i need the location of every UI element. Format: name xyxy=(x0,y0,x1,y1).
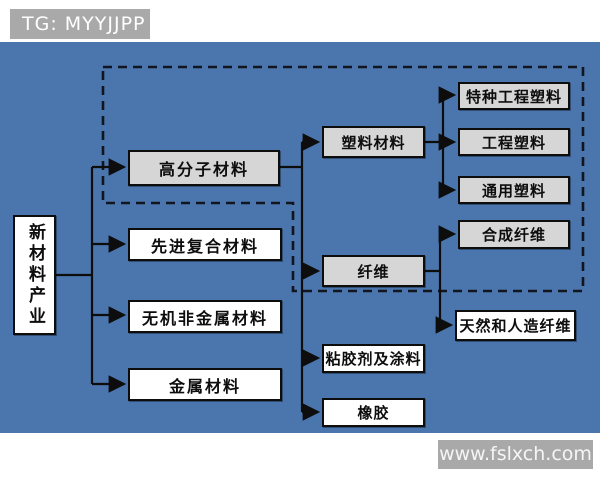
node-plastic-materials: 塑料材料 xyxy=(322,126,425,158)
node-label: 先进复合材料 xyxy=(150,236,259,256)
watermark-text: www.fslxch.com xyxy=(439,443,592,465)
node-metal-materials: 金属材料 xyxy=(128,368,282,401)
node-label: 特种工程塑料 xyxy=(465,87,562,106)
node-new-materials-industry: 新材料产业 xyxy=(13,215,56,335)
node-label: 金属材料 xyxy=(168,376,241,396)
watermark: www.fslxch.com xyxy=(438,440,593,469)
node-label: 无机非金属材料 xyxy=(141,308,268,328)
node-label: 工程塑料 xyxy=(481,133,546,152)
node-label: 粘胶剂及涂料 xyxy=(325,350,422,368)
node-label: 纤维 xyxy=(357,262,390,281)
node-engineering-plastics: 工程塑料 xyxy=(458,128,570,156)
connector-lines xyxy=(55,65,585,421)
tg-badge: TG: MYYJJPP xyxy=(10,9,150,39)
node-label: 天然和人造纤维 xyxy=(459,317,572,335)
node-general-plastics: 通用塑料 xyxy=(458,176,570,204)
node-adhesives-and-coatings: 粘胶剂及涂料 xyxy=(322,344,425,373)
node-label: 橡胶 xyxy=(357,404,390,422)
node-polymer-materials: 高分子材料 xyxy=(128,150,280,186)
node-rubber: 橡胶 xyxy=(322,398,425,427)
node-inorganic-nonmetal-materials: 无机非金属材料 xyxy=(128,300,282,333)
node-special-engineering-plastics: 特种工程塑料 xyxy=(458,82,570,110)
tg-badge-text: TG: MYYJJPP xyxy=(22,13,146,35)
node-advanced-composite-materials: 先进复合材料 xyxy=(128,228,282,261)
node-label: 塑料材料 xyxy=(341,133,406,152)
node-fiber: 纤维 xyxy=(322,255,425,287)
diagram-canvas: 新材料产业 高分子材料 先进复合材料 无机非金属材料 金属材料 塑料材料 纤维 … xyxy=(0,42,600,433)
polymer-section-dashed-outline xyxy=(101,65,585,293)
node-label: 高分子材料 xyxy=(158,160,249,179)
node-label: 合成纤维 xyxy=(481,226,546,244)
node-label: 新材料产业 xyxy=(25,222,45,328)
node-label: 通用塑料 xyxy=(481,181,546,200)
node-natural-and-manmade-fiber: 天然和人造纤维 xyxy=(455,310,576,341)
node-synthetic-fiber: 合成纤维 xyxy=(458,220,570,249)
